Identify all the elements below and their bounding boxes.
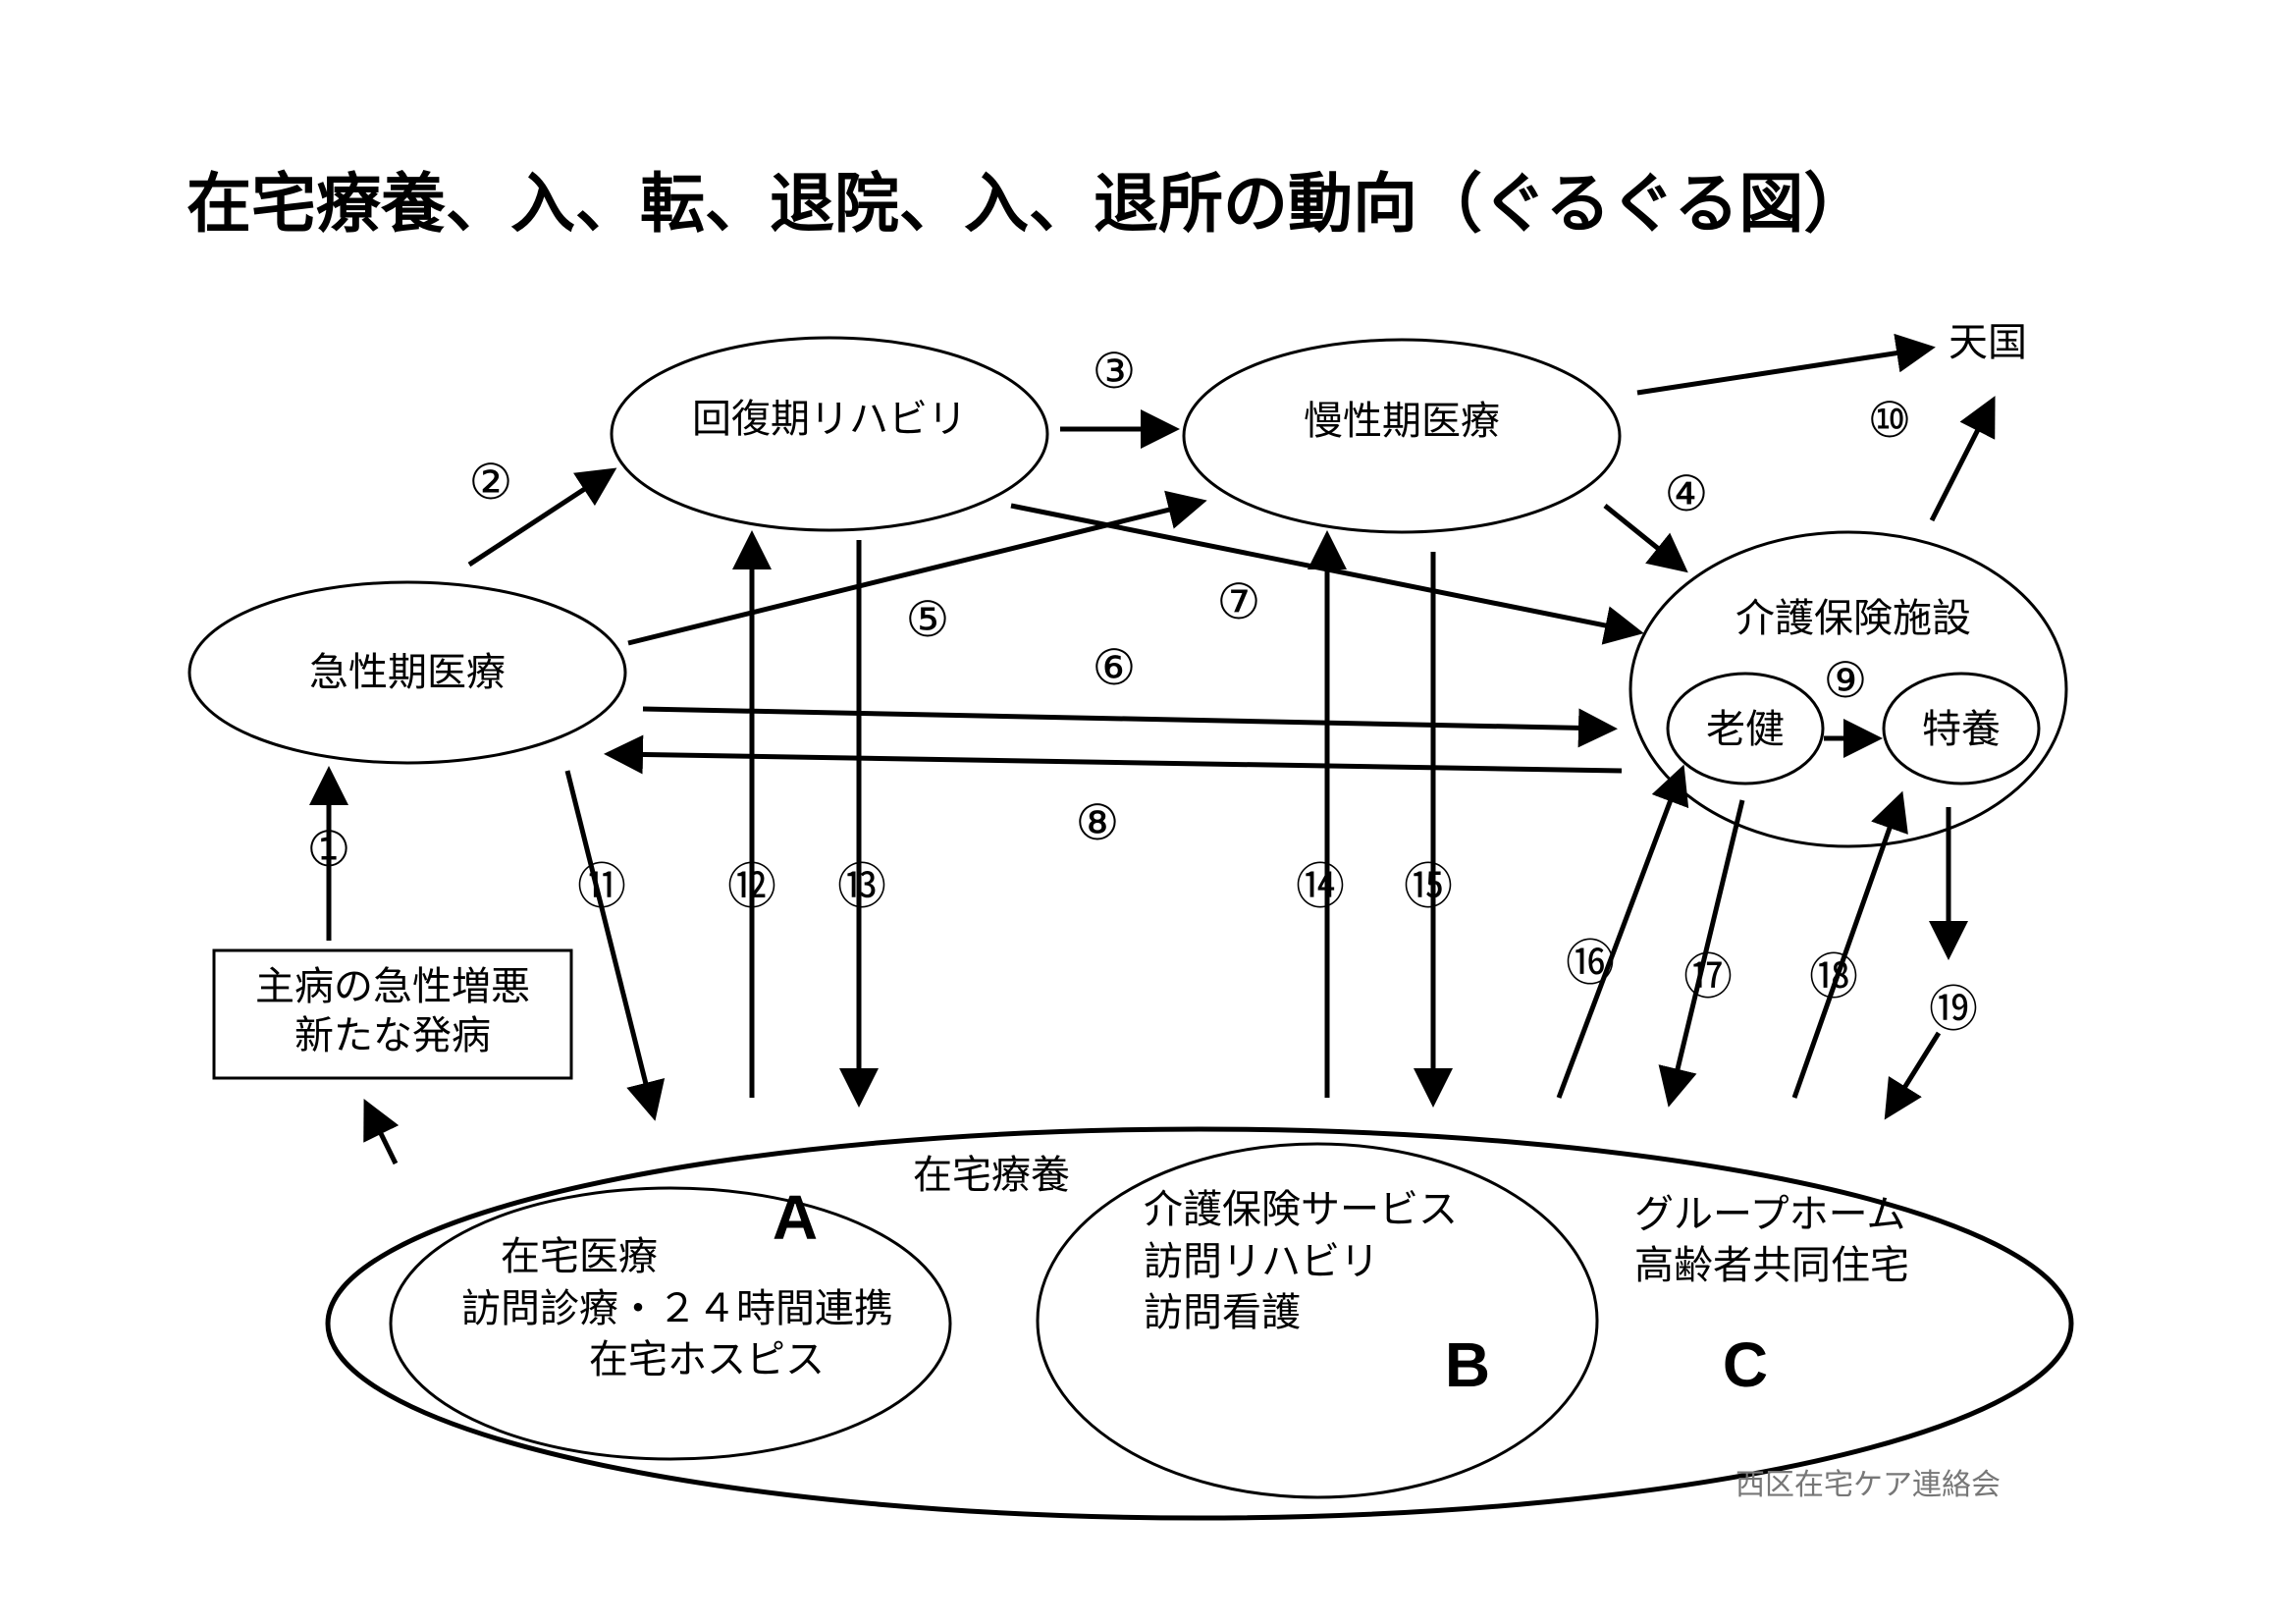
group-c-letter: C bbox=[1723, 1329, 1768, 1400]
acute-care-ellipse bbox=[187, 580, 627, 765]
chronic-care-label: 慢性期医療 bbox=[1304, 399, 1500, 444]
step-3-label: ③ bbox=[1093, 343, 1137, 400]
group-a-line3: 在宅ホスピス bbox=[589, 1337, 825, 1382]
group-c-line2: 高齢者共同住宅 bbox=[1634, 1243, 1909, 1288]
step-14-label: ⑭ bbox=[1296, 858, 1345, 915]
group-c-line1: グループホーム bbox=[1634, 1192, 1905, 1237]
group-a-line2: 訪問診療・２４時間連携 bbox=[461, 1286, 893, 1331]
roken-ellipse bbox=[1666, 672, 1825, 785]
group-b-ellipse bbox=[1036, 1142, 1599, 1499]
step-15-label: ⑮ bbox=[1404, 858, 1453, 915]
tokuyo-ellipse bbox=[1882, 672, 2041, 785]
acute-care-label: 急性期医療 bbox=[309, 650, 506, 695]
arrow-2 bbox=[467, 467, 617, 568]
heaven-label: 天国 bbox=[1949, 320, 2027, 365]
arrow-18 bbox=[1791, 790, 1908, 1099]
step-17-label: ⑰ bbox=[1683, 948, 1733, 1005]
step-4-label: ④ bbox=[1665, 465, 1709, 522]
step-1-label: ① bbox=[307, 821, 351, 878]
arrow-8 bbox=[604, 734, 1623, 775]
arrow-10 bbox=[1636, 333, 1936, 396]
step-12-label: ⑫ bbox=[727, 858, 776, 915]
arrow-6 bbox=[642, 706, 1618, 748]
step-18-label: ⑱ bbox=[1809, 948, 1858, 1005]
group-a-letter: A bbox=[773, 1182, 818, 1253]
tokuyo-label: 特養 bbox=[1922, 707, 2001, 752]
arrow-4 bbox=[1603, 504, 1688, 573]
step-13-label: ⑬ bbox=[837, 858, 886, 915]
step-11-label: ⑪ bbox=[577, 858, 626, 915]
recovery-rehab-ellipse bbox=[610, 336, 1049, 532]
arrow-16 bbox=[1556, 764, 1689, 1099]
credit-label: 西区在宅ケア連絡会 bbox=[1735, 1468, 2001, 1502]
trigger-box bbox=[212, 948, 573, 1080]
group-b-line3: 訪問看護 bbox=[1144, 1290, 1301, 1335]
step-8-label: ⑧ bbox=[1076, 794, 1120, 851]
recovery-rehab-label: 回復期リハビリ bbox=[692, 397, 967, 442]
page-title: 在宅療養、入、転、退院、入、退所の動向（ぐるぐる図） bbox=[187, 166, 1868, 242]
care-facility-label: 介護保険施設 bbox=[1735, 596, 1971, 641]
step-10-label: ⑩ bbox=[1868, 392, 1912, 449]
home-care-label: 在宅療養 bbox=[913, 1153, 1070, 1198]
step-7-label: ⑦ bbox=[1217, 573, 1261, 630]
roken-label: 老健 bbox=[1706, 707, 1785, 752]
arrow-10b bbox=[1929, 396, 1996, 522]
chronic-care-ellipse bbox=[1182, 338, 1622, 534]
group-b-letter: B bbox=[1445, 1329, 1490, 1400]
arrow-19b bbox=[1884, 1031, 1942, 1120]
arrow-17 bbox=[1658, 799, 1745, 1108]
care-facility-ellipse bbox=[1629, 530, 2068, 848]
step-16-label: ⑯ bbox=[1566, 935, 1615, 992]
arrow-home-to-trigger bbox=[363, 1099, 400, 1165]
step-6-label: ⑥ bbox=[1093, 639, 1137, 696]
arrow-11 bbox=[564, 770, 666, 1121]
step-5-label: ⑤ bbox=[906, 591, 950, 648]
step-19-label: ⑲ bbox=[1929, 981, 1978, 1038]
step-9-label: ⑨ bbox=[1824, 652, 1868, 709]
trigger-line2: 新たな発病 bbox=[294, 1013, 491, 1058]
group-a-line1: 在宅医療 bbox=[501, 1234, 658, 1279]
step-2-label: ② bbox=[469, 454, 513, 511]
group-b-line1: 介護保険サービス bbox=[1144, 1187, 1458, 1232]
home-care-ellipse bbox=[325, 1126, 2074, 1521]
group-b-line2: 訪問リハビリ bbox=[1144, 1239, 1379, 1284]
trigger-line1: 主病の急性増悪 bbox=[255, 964, 530, 1009]
group-a-ellipse bbox=[389, 1186, 952, 1461]
